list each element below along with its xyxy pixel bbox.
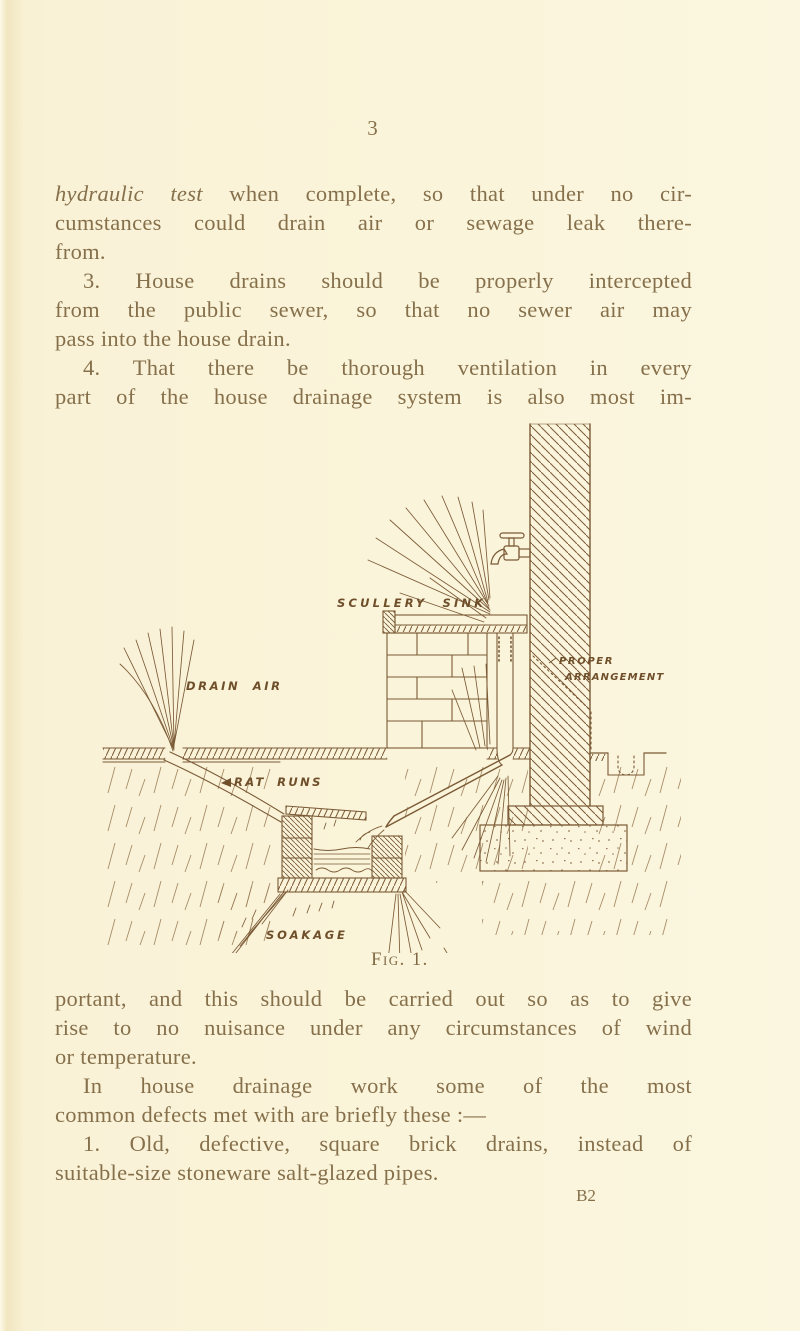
text-line: from the public sewer, so that no sewer … — [55, 297, 692, 322]
scullery-sink — [382, 610, 528, 634]
text-line: cumstances could drain air or sewage lea… — [55, 210, 692, 235]
label-soakage: SOAKAGE — [266, 928, 348, 942]
text-line: part of the house drainage system is als… — [55, 384, 692, 409]
proper-arrangement-pipe — [532, 655, 635, 776]
italic-lead: hydraulic test — [55, 181, 203, 206]
text-line: 3. House drains should be properly inter… — [83, 268, 692, 293]
drain-air-spray-sink — [367, 495, 491, 751]
text-line: hydraulic test when complete, so that un… — [55, 179, 692, 208]
concrete-footing — [479, 824, 628, 872]
leak-spray-elbow — [451, 775, 511, 865]
text-line: pass into the house drain. — [55, 326, 291, 351]
outside-ground — [589, 752, 667, 776]
house-floor — [102, 747, 531, 763]
figure-1-illustration: SCULLERY SINK DRAIN AIR RAT RUNS SOAKAGE… — [100, 418, 700, 973]
rat-run-pipe — [163, 751, 285, 823]
figure-caption: Fig. 1. — [371, 950, 429, 970]
text-line: suitable-size stoneware salt-glazed pipe… — [55, 1160, 439, 1185]
text-line: rise to no nuisance under any circumstan… — [55, 1015, 692, 1040]
text-line: or temperature. — [55, 1044, 197, 1069]
label-scullery-sink: SCULLERY SINK — [337, 596, 486, 610]
text-line: from. — [55, 239, 106, 264]
water-tap — [490, 532, 531, 565]
figure-1-svg: SCULLERY SINK DRAIN AIR RAT RUNS SOAKAGE… — [102, 423, 681, 973]
label-proper: PROPER — [559, 656, 614, 667]
text-column-upper: hydraulic test when complete, so that un… — [55, 179, 692, 411]
label-rat-runs: RAT RUNS — [234, 775, 323, 789]
sink-pedestal — [386, 632, 488, 749]
waste-pipe — [496, 632, 514, 766]
brick-trap — [277, 805, 407, 893]
text-line: 1. Old, defective, square brick drains, … — [83, 1131, 692, 1156]
house-wall — [479, 423, 628, 872]
text-line: common defects met with are briefly thes… — [55, 1102, 487, 1127]
label-drain-air: DRAIN AIR — [186, 679, 283, 693]
printer-signature: B2 — [576, 1186, 596, 1205]
rat-runs-arrow-icon — [221, 778, 231, 787]
label-arrangement: ARRANGEMENT — [564, 672, 664, 683]
lead-rest: when complete, so that under no cir- — [202, 181, 692, 206]
soakage-spray-right — [387, 889, 448, 973]
spray-into-trap — [323, 819, 385, 849]
text-column-lower: portant, and this should be carried out … — [55, 984, 692, 1187]
defective-drain-pipe — [385, 754, 511, 828]
text-line: In house drainage work some of the most — [83, 1073, 692, 1098]
proper-arrow-icon — [548, 657, 557, 664]
drain-air-spray-floor — [119, 626, 195, 752]
soakage-spray-left — [221, 889, 335, 967]
page-number: 3 — [367, 116, 379, 140]
text-line: portant, and this should be carried out … — [55, 986, 692, 1011]
text-line: 4. That there be thorough ventilation in… — [83, 355, 692, 380]
